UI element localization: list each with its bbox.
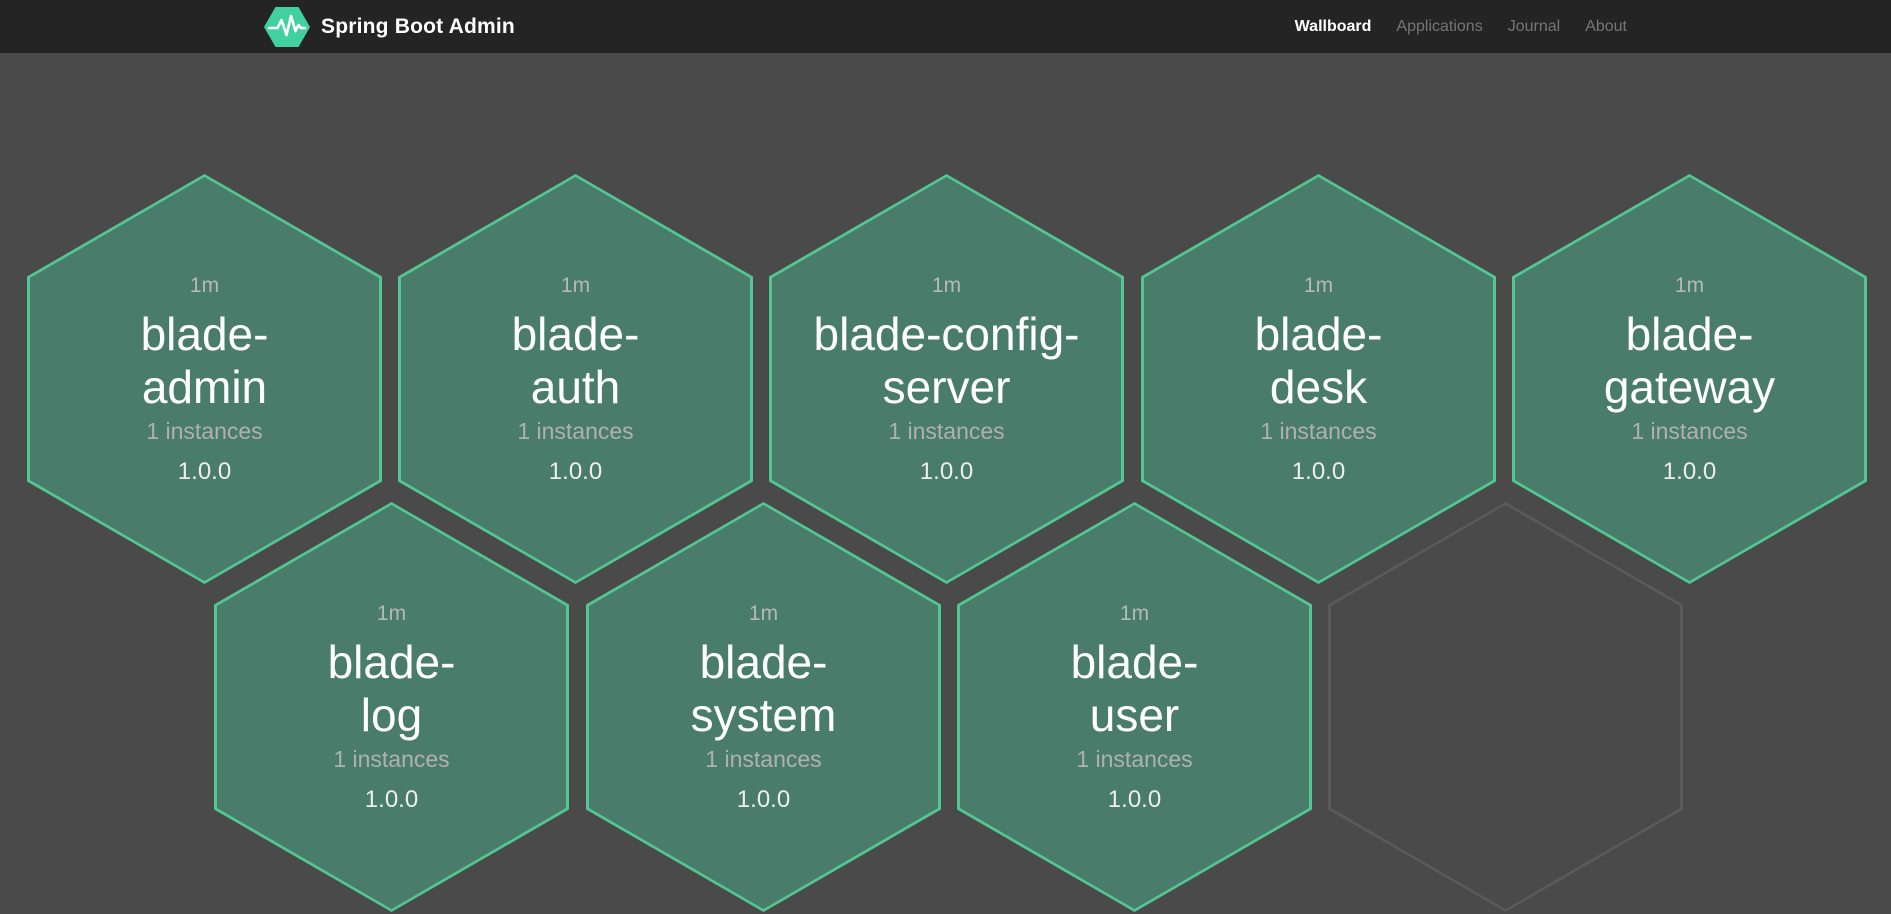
brand-title: Spring Boot Admin xyxy=(321,15,515,39)
app-name: blade-desk xyxy=(1255,308,1383,414)
navbar: Spring Boot Admin Wallboard Applications… xyxy=(0,0,1891,53)
hexagon-body: 1m blade-admin 1 instances 1.0.0 xyxy=(30,177,379,581)
app-instances-count: 1 instances xyxy=(333,745,449,773)
wallboard: 1m blade-admin 1 instances 1.0.0 1m blad… xyxy=(0,53,1891,914)
app-uptime: 1m xyxy=(1675,273,1704,299)
app-name: blade-log xyxy=(328,636,456,742)
app-uptime: 1m xyxy=(561,273,590,299)
app-version: 1.0.0 xyxy=(1663,458,1716,486)
hexagon-blade-auth[interactable]: 1m blade-auth 1 instances 1.0.0 xyxy=(398,174,753,584)
app-uptime: 1m xyxy=(932,273,961,299)
app-instances-count: 1 instances xyxy=(1076,745,1192,773)
hexagon-blade-log[interactable]: 1m blade-log 1 instances 1.0.0 xyxy=(214,502,569,912)
app-instances-count: 1 instances xyxy=(517,417,633,445)
sba-hexagon-pulse-icon xyxy=(264,7,310,47)
app-uptime: 1m xyxy=(377,601,406,627)
app-uptime: 1m xyxy=(1304,273,1333,299)
nav-item-applications[interactable]: Applications xyxy=(1396,0,1482,53)
app-uptime: 1m xyxy=(749,601,778,627)
app-version: 1.0.0 xyxy=(1108,786,1161,814)
navbar-container: Spring Boot Admin Wallboard Applications… xyxy=(264,0,1627,53)
app-name: blade-user xyxy=(1071,636,1199,742)
hexagon-body: 1m blade-log 1 instances 1.0.0 xyxy=(217,505,566,909)
app-instances-count: 1 instances xyxy=(1260,417,1376,445)
app-version: 1.0.0 xyxy=(178,458,231,486)
hexagon-blade-admin[interactable]: 1m blade-admin 1 instances 1.0.0 xyxy=(27,174,382,584)
app-instances-count: 1 instances xyxy=(146,417,262,445)
hexagon-blade-user[interactable]: 1m blade-user 1 instances 1.0.0 xyxy=(957,502,1312,912)
app-instances-count: 1 instances xyxy=(1631,417,1747,445)
hexagon-body: 1m blade-gateway 1 instances 1.0.0 xyxy=(1515,177,1864,581)
hexagon-blade-desk[interactable]: 1m blade-desk 1 instances 1.0.0 xyxy=(1141,174,1496,584)
app-uptime: 1m xyxy=(190,273,219,299)
app-instances-count: 1 instances xyxy=(705,745,821,773)
hexagon-blade-gateway[interactable]: 1m blade-gateway 1 instances 1.0.0 xyxy=(1512,174,1867,584)
app-name: blade-system xyxy=(691,636,837,742)
app-version: 1.0.0 xyxy=(365,786,418,814)
hexagon-blade-config-server[interactable]: 1m blade-config-server 1 instances 1.0.0 xyxy=(769,174,1124,584)
hexagon-body: 1m blade-desk 1 instances 1.0.0 xyxy=(1144,177,1493,581)
nav-item-journal[interactable]: Journal xyxy=(1508,0,1560,53)
app-version: 1.0.0 xyxy=(737,786,790,814)
nav-links: Wallboard Applications Journal About xyxy=(1295,0,1627,53)
app-version: 1.0.0 xyxy=(549,458,602,486)
app-name: blade-gateway xyxy=(1604,308,1775,414)
hexagon-body: 1m blade-user 1 instances 1.0.0 xyxy=(960,505,1309,909)
hexagon-body: 1m blade-system 1 instances 1.0.0 xyxy=(589,505,938,909)
app-name: blade-auth xyxy=(512,308,640,414)
hexagon-blade-system[interactable]: 1m blade-system 1 instances 1.0.0 xyxy=(586,502,941,912)
nav-item-about[interactable]: About xyxy=(1585,0,1627,53)
hexagon-body xyxy=(1331,505,1680,909)
hexagon-body: 1m blade-auth 1 instances 1.0.0 xyxy=(401,177,750,581)
app-uptime: 1m xyxy=(1120,601,1149,627)
brand[interactable]: Spring Boot Admin xyxy=(264,7,515,47)
hexagon-body: 1m blade-config-server 1 instances 1.0.0 xyxy=(772,177,1121,581)
nav-item-wallboard[interactable]: Wallboard xyxy=(1295,0,1372,53)
app-version: 1.0.0 xyxy=(920,458,973,486)
app-name: blade-admin xyxy=(141,308,269,414)
hexagon-empty-slot xyxy=(1328,502,1683,912)
app-name: blade-config-server xyxy=(814,308,1080,414)
app-instances-count: 1 instances xyxy=(888,417,1004,445)
app-version: 1.0.0 xyxy=(1292,458,1345,486)
